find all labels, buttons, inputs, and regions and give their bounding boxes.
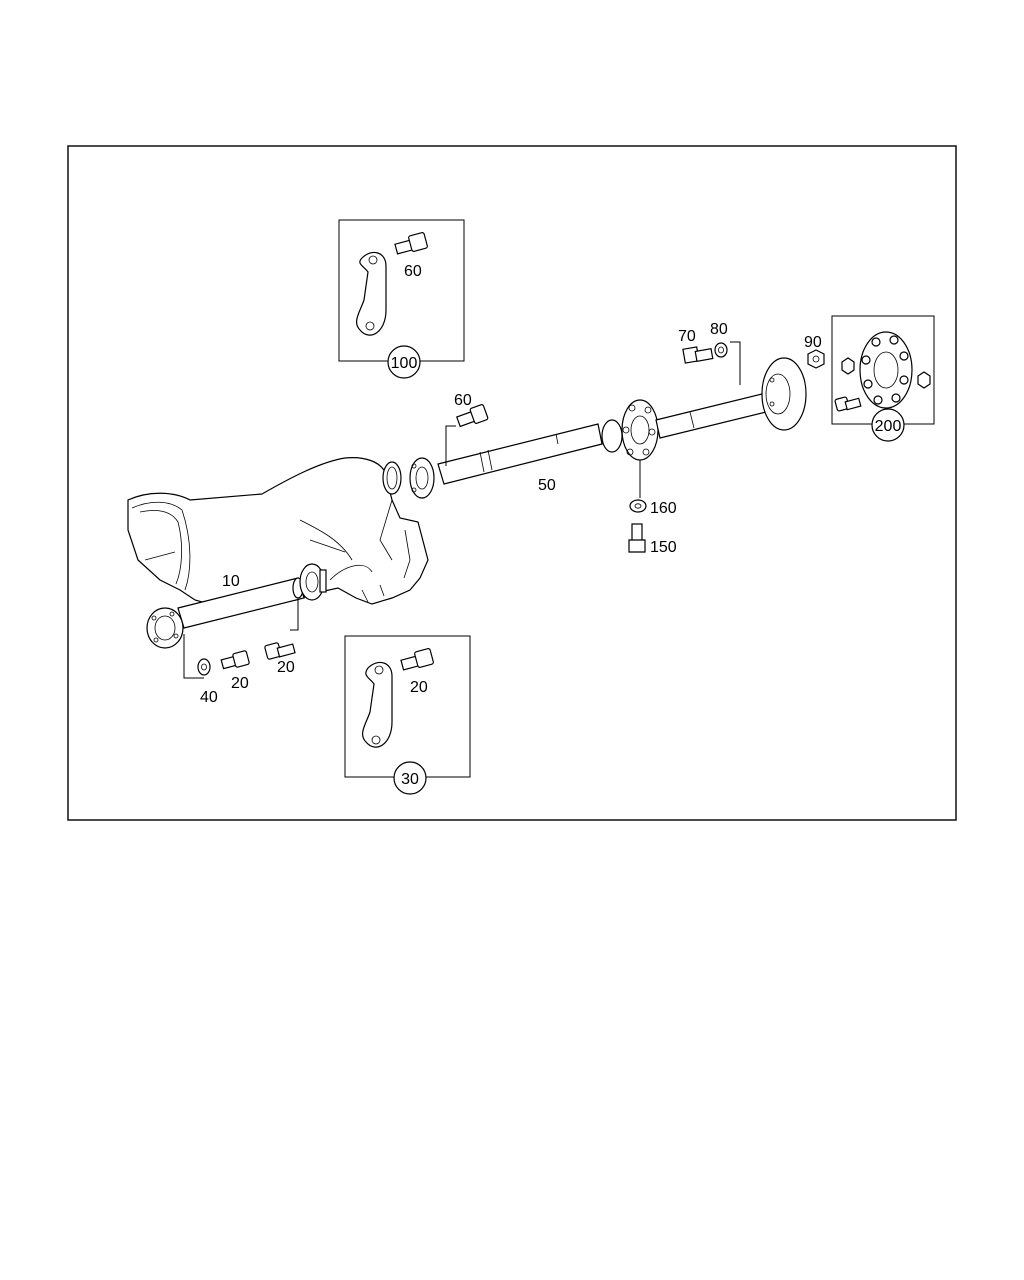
callout-60-box: 60: [404, 263, 422, 280]
callout-80: 80: [710, 321, 728, 338]
callout-150: 150: [650, 539, 677, 556]
detail-box-100: [338, 219, 465, 379]
callout-160: 160: [650, 500, 677, 517]
detail-box-30: [344, 635, 471, 795]
front-shaft-10: [146, 563, 327, 649]
washer-80: [714, 342, 728, 358]
washer-160: [629, 499, 647, 513]
nut-90: [807, 349, 825, 369]
diagram-frame: [67, 145, 957, 821]
callout-50: 50: [538, 477, 556, 494]
callout-labels: 10 20 20 40 50 60 70 80 90 160 150 60 20…: [200, 263, 901, 788]
bolt-150: [628, 523, 646, 553]
bolt-60-main: [456, 404, 489, 428]
callout-20-a: 20: [231, 675, 249, 692]
detail-label-30: 30: [401, 771, 419, 788]
bolt-20-b: [264, 642, 296, 660]
callout-40: 40: [200, 689, 218, 706]
callout-20-b: 20: [277, 659, 295, 676]
detail-label-200: 200: [875, 418, 902, 435]
callout-70: 70: [678, 328, 696, 345]
callout-10: 10: [222, 573, 240, 590]
callout-60-main: 60: [454, 392, 472, 409]
transmission-housing: [127, 457, 429, 611]
callout-90: 90: [804, 334, 822, 351]
leader-lines: [183, 341, 741, 679]
detail-box-200: [831, 315, 935, 442]
callout-20-box: 20: [410, 679, 428, 696]
bolt-20-a: [220, 650, 250, 670]
detail-label-100: 100: [391, 355, 418, 372]
washer-40: [197, 658, 211, 676]
bolt-70: [682, 346, 714, 364]
hardware-bolts: [197, 342, 825, 676]
main-shaft-50: [409, 357, 807, 499]
